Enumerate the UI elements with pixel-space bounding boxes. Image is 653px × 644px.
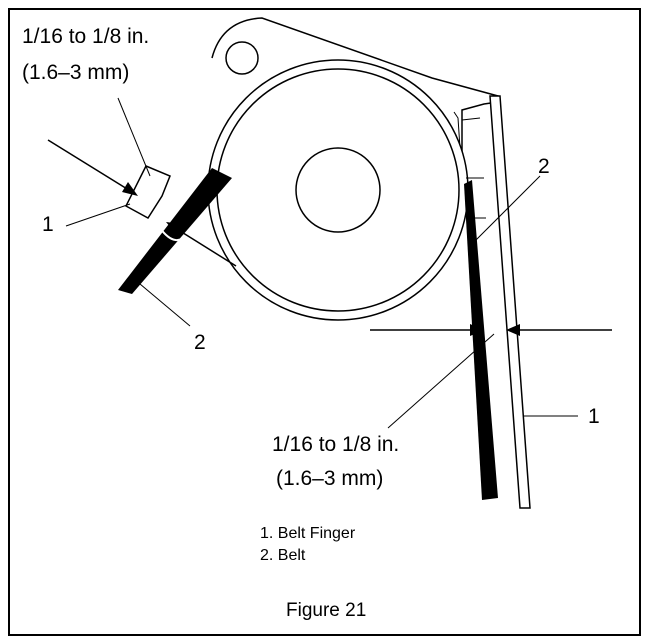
bottom-right-measure-line2: (1.6–3 mm) [276, 467, 384, 490]
left-belt-gap-line [159, 227, 191, 241]
roller-outer [207, 59, 469, 321]
right-belt-finger [489, 95, 531, 509]
leader-bottom-measure [387, 333, 495, 429]
callout-left-belt: 2 [194, 331, 206, 354]
callout-left-finger: 1 [42, 213, 54, 236]
left-measure-arrowhead-1 [122, 182, 138, 196]
right-belt [464, 180, 498, 500]
left-belt-finger [125, 165, 171, 219]
top-left-measure-line2: (1.6–3 mm) [22, 61, 130, 84]
top-left-measure-line1: 1/16 to 1/8 in. [22, 25, 150, 48]
legend-item-belt: 2. Belt [260, 547, 306, 564]
roller-hub [295, 147, 381, 233]
mounting-hole [225, 41, 259, 75]
legend-item-belt-finger: 1. Belt Finger [260, 525, 356, 542]
callout-right-finger: 1 [588, 405, 600, 428]
left-measure-arrowhead-2 [166, 222, 182, 234]
leader-right-belt [475, 175, 541, 241]
leader-left-finger [65, 203, 131, 227]
left-measure-arrow-2 [171, 225, 237, 267]
callout-right-belt: 2 [538, 155, 550, 178]
bottom-right-measure-line1: 1/16 to 1/8 in. [272, 433, 400, 456]
figure-caption: Figure 21 [286, 600, 367, 621]
right-measure-arrowhead-2 [506, 324, 520, 336]
left-measure-arrow-1 [47, 139, 133, 193]
right-measure-arrowhead-1 [470, 324, 484, 336]
leader-top-measure [117, 97, 151, 177]
leader-left-belt [139, 283, 191, 327]
